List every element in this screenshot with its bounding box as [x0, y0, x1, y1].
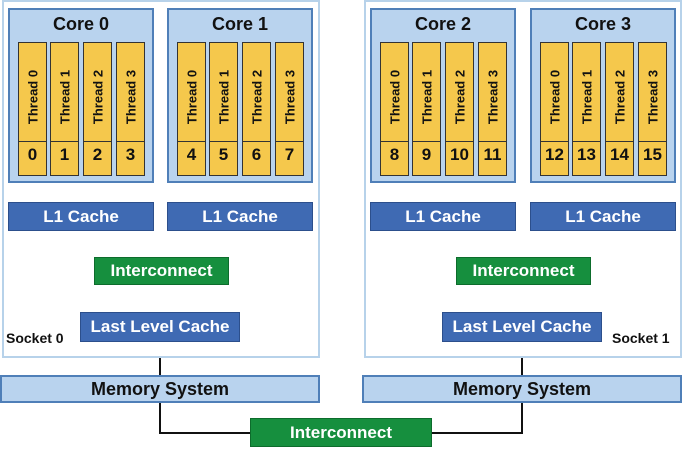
- thread-2: Thread 2 2: [83, 42, 112, 176]
- thread-number: 10: [450, 145, 469, 164]
- core-title: Core 2: [414, 14, 472, 34]
- thread-0: Thread 0 0: [18, 42, 47, 176]
- thread-divider: [381, 141, 408, 142]
- core-3: Core 3 Thread 0 12 Thread 1 13 Thread 2 …: [530, 8, 676, 183]
- system-interconnect: Interconnect: [250, 418, 432, 447]
- thread-13: Thread 1 13: [572, 42, 601, 176]
- thread-label: Thread 0: [387, 69, 402, 125]
- thread-label: Thread 1: [579, 69, 594, 125]
- thread-label: Thread 2: [452, 69, 467, 125]
- thread-number: 0: [27, 145, 38, 164]
- core-title: Core 3: [574, 14, 632, 34]
- thread-divider: [19, 141, 46, 142]
- thread-label: Thread 3: [485, 69, 500, 125]
- thread-number: 14: [610, 145, 629, 164]
- socket-0-interconnect: Interconnect: [94, 257, 229, 285]
- thread-label: Thread 2: [249, 69, 264, 125]
- thread-number: 11: [483, 145, 502, 164]
- thread-divider: [606, 141, 633, 142]
- thread-15: Thread 3 15: [638, 42, 667, 176]
- thread-label: Thread 3: [123, 69, 138, 125]
- thread-divider: [541, 141, 568, 142]
- thread-number: 3: [125, 145, 136, 164]
- thread-10: Thread 2 10: [445, 42, 474, 176]
- l1-cache-core-0: L1 Cache: [8, 202, 154, 231]
- thread-label: Thread 1: [57, 69, 72, 125]
- thread-4: Thread 0 4: [177, 42, 206, 176]
- thread-divider: [178, 141, 205, 142]
- thread-divider: [210, 141, 237, 142]
- thread-divider: [243, 141, 270, 142]
- thread-6: Thread 2 6: [242, 42, 271, 176]
- thread-divider: [413, 141, 440, 142]
- socket-label: Socket 1: [612, 330, 670, 346]
- thread-divider: [117, 141, 144, 142]
- thread-label: Thread 1: [419, 69, 434, 125]
- thread-14: Thread 2 14: [605, 42, 634, 176]
- thread-number: 15: [643, 145, 662, 164]
- thread-number: 6: [251, 145, 262, 164]
- thread-divider: [84, 141, 111, 142]
- l1-cache-core-1: L1 Cache: [167, 202, 313, 231]
- thread-number: 5: [218, 145, 229, 164]
- thread-11: Thread 3 11: [478, 42, 507, 176]
- core-2: Core 2 Thread 0 8 Thread 1 9 Thread 2 10…: [370, 8, 516, 183]
- thread-label: Thread 3: [645, 69, 660, 125]
- core-0: Core 0 Thread 0 0 Thread 1 1 Thread 2 2 …: [8, 8, 154, 183]
- thread-divider: [573, 141, 600, 142]
- socket-0-last-level-cache: Last Level Cache: [80, 312, 240, 342]
- thread-7: Thread 3 7: [275, 42, 304, 176]
- thread-5: Thread 1 5: [209, 42, 238, 176]
- thread-label: Thread 3: [282, 69, 297, 125]
- thread-number: 8: [389, 145, 400, 164]
- thread-divider: [51, 141, 78, 142]
- thread-label: Thread 2: [612, 69, 627, 125]
- thread-label: Thread 0: [25, 69, 40, 125]
- thread-number: 1: [59, 145, 70, 164]
- core-title: Core 0: [52, 14, 110, 34]
- thread-label: Thread 0: [184, 69, 199, 125]
- thread-1: Thread 1 1: [50, 42, 79, 176]
- core-1: Core 1 Thread 0 4 Thread 1 5 Thread 2 6 …: [167, 8, 313, 183]
- socket-1-memory-system: Memory System: [362, 375, 682, 403]
- l1-cache-core-3: L1 Cache: [530, 202, 676, 231]
- thread-divider: [639, 141, 666, 142]
- core-title: Core 1: [211, 14, 269, 34]
- thread-number: 7: [284, 145, 295, 164]
- thread-number: 9: [421, 145, 432, 164]
- thread-label: Thread 2: [90, 69, 105, 125]
- socket-label: Socket 0: [6, 330, 64, 346]
- thread-number: 12: [545, 145, 564, 164]
- l1-cache-core-2: L1 Cache: [370, 202, 516, 231]
- thread-divider: [276, 141, 303, 142]
- thread-divider: [479, 141, 506, 142]
- socket-1-interconnect: Interconnect: [456, 257, 591, 285]
- thread-3: Thread 3 3: [116, 42, 145, 176]
- socket-0-memory-system: Memory System: [0, 375, 320, 403]
- thread-divider: [446, 141, 473, 142]
- thread-label: Thread 1: [216, 69, 231, 125]
- thread-12: Thread 0 12: [540, 42, 569, 176]
- thread-number: 13: [577, 145, 596, 164]
- thread-8: Thread 0 8: [380, 42, 409, 176]
- thread-number: 2: [92, 145, 103, 164]
- thread-number: 4: [186, 145, 197, 164]
- socket-1-last-level-cache: Last Level Cache: [442, 312, 602, 342]
- thread-label: Thread 0: [547, 69, 562, 125]
- thread-9: Thread 1 9: [412, 42, 441, 176]
